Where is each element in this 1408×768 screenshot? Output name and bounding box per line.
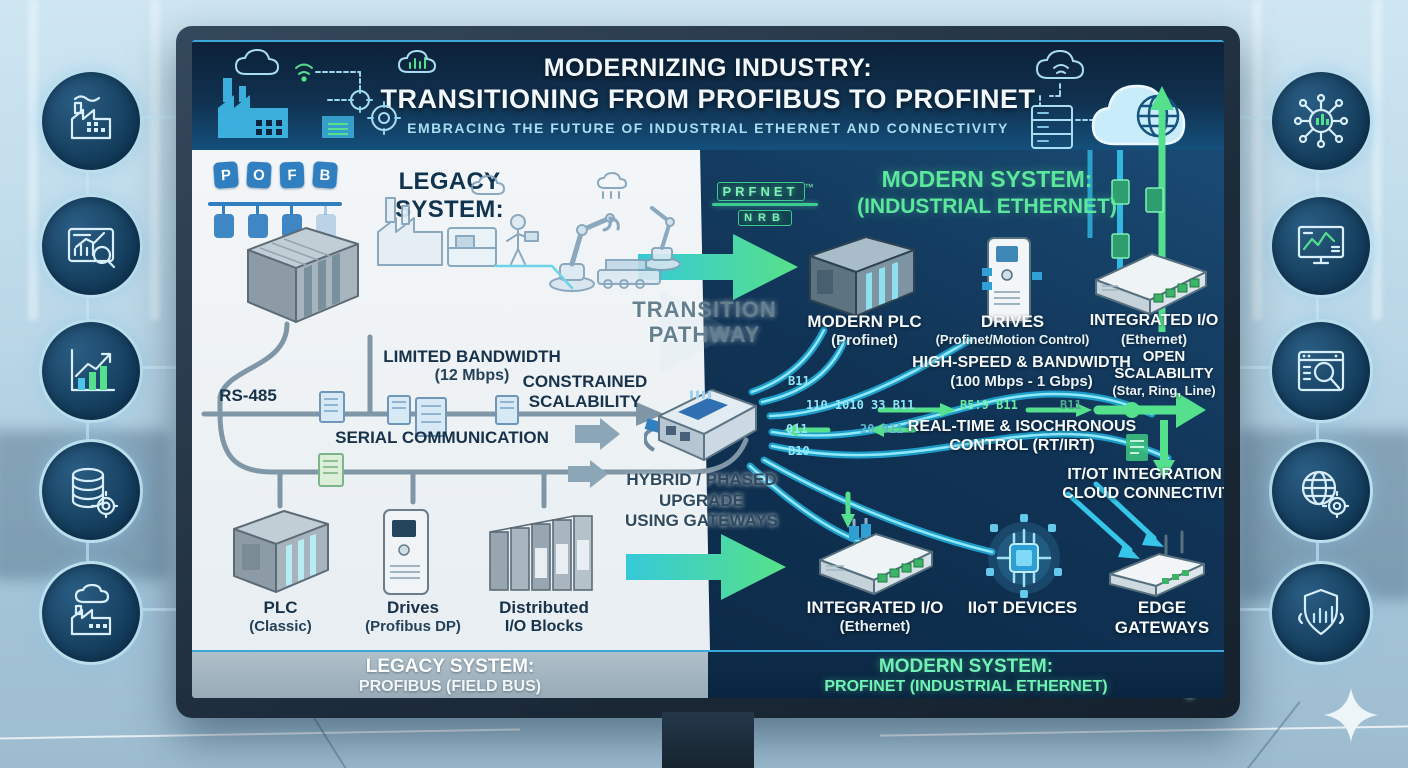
constrained-scalability-label: CONSTRAINED SCALABILITY [522,372,648,411]
rs485-label: RS-485 [219,386,277,405]
factory-icon [39,69,143,173]
binary-label: B5!9 B11 [960,398,1018,412]
right-connector-stub [1231,366,1271,369]
network-lines [201,86,1206,559]
right-connector-stub [1231,608,1271,611]
profinet-logo-trademark: ™ [804,182,814,192]
modern-banner-subtitle: PROFINET (INDUSTRIAL ETHERNET) [824,678,1108,695]
profibus-logo-letter: B [312,161,338,189]
desk-highlight [0,728,520,740]
legacy-io-blocks-device [489,515,593,591]
profibus-logo-letter: O [246,161,272,189]
binary-label: 110 1010 33 B11 [806,398,915,412]
modern-plc-device [809,236,915,317]
modern-device-label-plc: MODERN PLC (Profinet) [807,312,922,349]
transition-heading: TRANSITION PATHWAY [632,297,777,348]
binary-label: 011 [786,422,808,436]
hybrid-upgrade-note: HYBRID / PHASED UPGRADE USING GATEWAYS [624,470,779,531]
profibus-logo-letter: P [213,161,239,189]
profibus-logo-letter: F [279,161,305,189]
bandwidth-label: LIMITED BANDWIDTH (12 Mbps) [383,347,561,384]
legacy-plc-rack [247,227,359,323]
legacy-plc-device [233,510,329,593]
title-subtitle: EMBRACING THE FUTURE OF INDUSTRIAL ETHER… [407,120,1009,136]
factory-cloud-icon [39,561,143,665]
window-band [28,0,38,320]
left-connector-stub [135,608,177,611]
analytics-search-icon [39,194,143,298]
desk-seam [1231,701,1301,768]
browser-search-icon [1269,319,1373,423]
binary-label: B11 [1060,398,1082,412]
gateway-device [644,389,757,461]
transition-arrow-top [638,234,798,300]
binary-label: 20 911 [860,422,904,436]
globe-gear-icon [1269,439,1373,543]
modern-switch-bottom-device [819,518,933,595]
legacy-device-label-plc: PLC (Classic) [249,598,312,635]
window-band [1372,0,1382,320]
legacy-banner-title: LEGACY SYSTEM: [365,656,535,677]
iiot-chip-device [986,514,1062,598]
monitor-stand [662,712,754,768]
sparkle-icon [1324,688,1378,742]
legacy-banner-subtitle: PROFIBUS (FIELD BUS) [358,678,542,695]
modern-heading: MODERN SYSTEM: (INDUSTRIAL ETHERNET) [857,166,1117,218]
legacy-drive-device [383,509,429,595]
database-gear-icon [39,439,143,543]
window-band [1252,0,1262,320]
transition-arrow-bottom [626,534,786,600]
title-line1: MODERNIZING INDUSTRY: [543,54,873,82]
smart-factory-illustration [218,48,437,138]
title-line2: TRANSITIONING FROM PROFIBUS TO PROFINET [380,84,1036,114]
feature-scalability-label: OPEN SCALABILITY (Star, Ring, Line) [1112,348,1216,398]
growth-chart-icon [39,319,143,423]
modern-banner-title: MODERN SYSTEM: [878,656,1054,677]
modern-device-label-edge: EDGE GATEWAYS [1114,598,1210,637]
binary-label: B11 [788,374,810,388]
monitor-frame: MODERNIZING INDUSTRY: TRANSITIONING FROM… [176,26,1240,718]
edge-gateway-device [1109,530,1205,597]
serial-communication-label: SERIAL COMMUNICATION [335,428,549,447]
feature-realtime-label: REAL-TIME & ISOCHRONOUS CONTROL (RT/IRT) [907,418,1137,454]
modern-device-label-iiot: IIoT DEVICES [967,598,1078,617]
right-connector-stub [1231,116,1271,119]
left-connector-stub [135,116,177,119]
legacy-banner: LEGACY SYSTEM: PROFIBUS (FIELD BUS) [192,650,708,698]
modern-banner: MODERN SYSTEM: PROFINET (INDUSTRIAL ETHE… [708,650,1224,698]
feature-itot-label: IT/OT INTEGRATION & CLOUD CONNECTIVITY [1062,466,1224,502]
feature-highspeed-label: HIGH-SPEED & BANDWIDTH (100 Mbps - 1 Gbp… [912,354,1131,390]
modern-device-label-drives: DRIVES (Profinet/Motion Control) [935,312,1090,347]
shield-analytics-icon [1269,561,1373,665]
legacy-device-label-io: Distributed I/O Blocks [499,598,589,635]
monitor-chart-icon [1269,194,1373,298]
window-band [150,0,160,320]
binary-label: B10 [788,444,810,458]
modern-switch-top-device [1095,253,1207,315]
modern-device-label-io-bottom: INTEGRATED I/O (Ethernet) [806,598,944,635]
network-hub-icon [1269,69,1373,173]
left-connector-stub [135,366,177,369]
legacy-device-label-drives: Drives (Profibus DP) [365,598,461,635]
factory-scene-illustration [377,172,681,292]
modern-drive-device [982,237,1042,323]
infographic-screen: MODERNIZING INDUSTRY: TRANSITIONING FROM… [192,40,1224,698]
modern-device-label-io-top: INTEGRATED I/O (Ethernet) [1089,312,1219,347]
